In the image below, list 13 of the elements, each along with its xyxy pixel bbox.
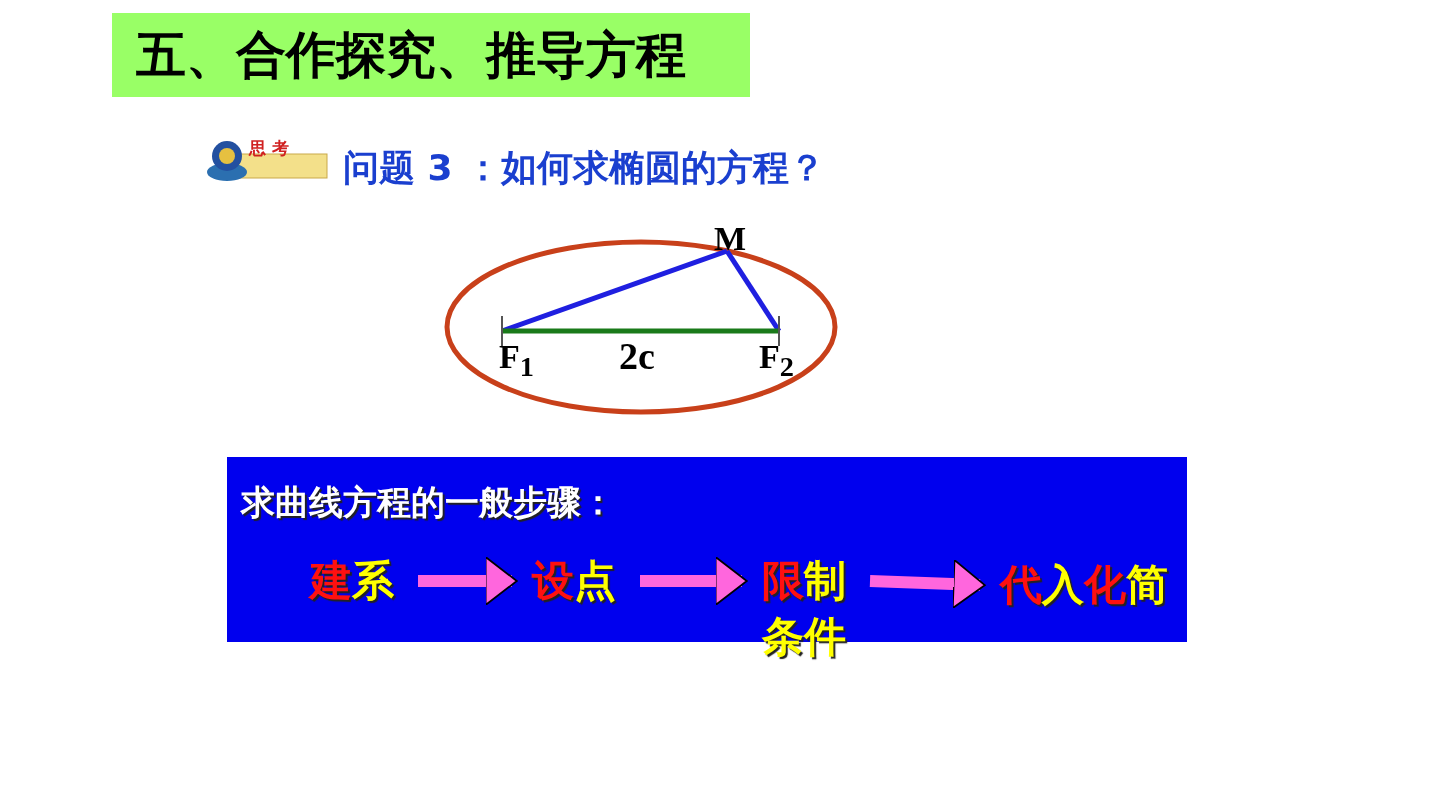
step-text: 建系 [310, 553, 404, 609]
arrow [869, 559, 986, 609]
line-segment [724, 249, 782, 333]
arrow [640, 556, 748, 606]
title-banner: 五、合作探究、推导方程 [112, 13, 750, 97]
panel-heading: 求曲线方程的一般步骤： [241, 481, 615, 524]
line-segment [501, 315, 780, 347]
edge-label: 2c [619, 337, 655, 375]
question-text: 问题 3 ：如何求椭圆的方程？ [343, 146, 826, 190]
point-label: M [714, 222, 750, 252]
step-text: 代入化简 [1000, 557, 1190, 613]
step-text: 设点 [532, 553, 626, 609]
arrow [418, 556, 518, 606]
